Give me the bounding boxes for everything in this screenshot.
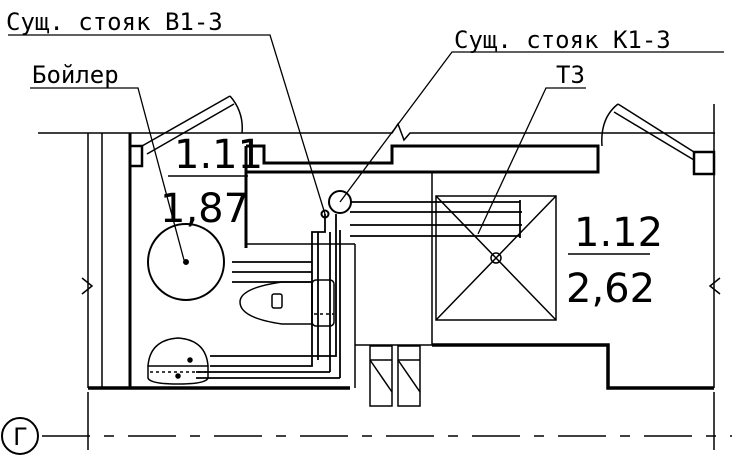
floor-line [87,343,715,450]
label-riser-k1-3: Сущ. стояк К1-3 [454,26,671,54]
toilet-symbol [239,279,335,327]
shaft-structure [246,172,433,346]
top-reference-line [38,122,715,142]
label-riser-b1-3: Сущ. стояк В1-3 [6,8,223,36]
boiler-symbol [147,223,225,301]
label-boiler: Бойлер [32,61,119,89]
right-window [601,103,721,388]
vent-grilles [369,345,421,407]
room-1-12-number: 1.12 [574,210,663,256]
leader-lines [8,34,724,261]
left-window [128,95,243,168]
partition-wall [244,144,600,248]
shower-tray [435,195,557,321]
room-number-underlines [168,175,650,255]
axis-bubble [1,417,39,455]
left-wall [81,133,132,388]
label-t3: Т3 [556,61,585,89]
sink-symbol [147,337,209,385]
riser-b1-3 [320,209,330,219]
room-1-11-number: 1.11 [174,132,263,178]
room-1-11-area: 1,87 [160,186,249,232]
axis-label: Г [13,423,27,451]
room-1-12-area: 2,62 [566,266,655,312]
riser-k1-3 [328,190,352,214]
pipes [196,200,522,379]
